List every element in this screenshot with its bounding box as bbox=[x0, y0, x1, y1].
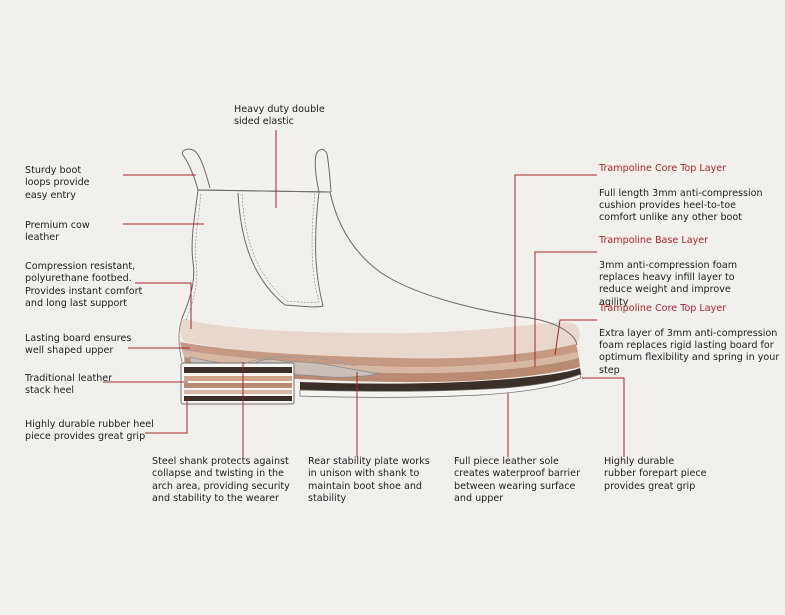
front-boot-loop bbox=[314, 149, 332, 193]
leader-core-top-2 bbox=[554, 319, 597, 356]
leader-forepart bbox=[582, 377, 625, 457]
callout-boot-loops: Sturdy boot loops provide easy entry bbox=[25, 165, 90, 201]
leader-lines bbox=[103, 130, 625, 457]
heel-stack-band bbox=[184, 376, 292, 381]
callout-core-top-2-body: Extra layer of 3mm anti-compression foam… bbox=[599, 327, 780, 376]
heel-counter bbox=[178, 317, 183, 363]
rubber-heel-piece bbox=[184, 396, 292, 401]
elastic-gusset-stitch bbox=[241, 192, 320, 303]
leader-core-top bbox=[514, 174, 597, 362]
heel-stack-band bbox=[184, 367, 292, 373]
steel-shank bbox=[243, 356, 356, 367]
callout-core-top-title: Trampoline Core Top Layer bbox=[599, 163, 727, 175]
heel-stack-band bbox=[184, 383, 292, 388]
upper-stitch bbox=[185, 192, 202, 321]
callout-base-layer-title: Trampoline Base Layer bbox=[599, 235, 709, 247]
elastic-gusset bbox=[237, 191, 324, 308]
leader-base-layer bbox=[534, 251, 597, 367]
sole-layers bbox=[180, 318, 582, 405]
callout-core-top: Trampoline Core Top Layer Full length 3m… bbox=[599, 151, 763, 237]
callout-base-layer: Trampoline Base Layer 3mm anti-compressi… bbox=[599, 223, 737, 321]
callout-heel-piece: Highly durable rubber heel piece provide… bbox=[25, 419, 154, 443]
callout-premium-leather: Premium cow leather bbox=[25, 220, 90, 244]
callout-core-top-2: Trampoline Core Top Layer Extra layer of… bbox=[599, 291, 779, 389]
leader-footbed bbox=[135, 282, 192, 329]
callout-lasting-board: Lasting board ensures well shaped upper bbox=[25, 333, 132, 357]
footbed-layer bbox=[180, 318, 580, 360]
heel-stack-band bbox=[184, 390, 292, 394]
callout-footbed: Compression resistant, polyurethane foot… bbox=[25, 261, 143, 309]
callout-rear-plate: Rear stability plate works in unison wit… bbox=[308, 456, 430, 504]
callout-core-top-body: Full length 3mm anti-compression cushion… bbox=[599, 187, 763, 224]
callout-steel-shank: Steel shank protects against collapse an… bbox=[152, 456, 290, 504]
callout-leather-sole: Full piece leather sole creates waterpro… bbox=[454, 456, 581, 504]
callout-base-layer-body: 3mm anti-compression foam replaces heavy… bbox=[599, 259, 738, 308]
callout-forepart: Highly durable rubber forepart piece pro… bbox=[604, 456, 707, 492]
callout-stack-heel: Traditional leather stack heel bbox=[25, 373, 113, 397]
callout-core-top-2-title: Trampoline Core Top Layer bbox=[599, 303, 727, 315]
upper-outline bbox=[181, 189, 578, 346]
leather-stack-heel bbox=[180, 362, 295, 405]
rubber-forepart bbox=[300, 368, 581, 392]
top-rim bbox=[197, 189, 331, 193]
callout-elastic: Heavy duty double sided elastic bbox=[234, 104, 325, 128]
leather-sole bbox=[299, 373, 582, 398]
rear-boot-loop bbox=[181, 148, 211, 191]
leader-heel-piece bbox=[145, 398, 188, 434]
boot-upper bbox=[178, 148, 578, 363]
